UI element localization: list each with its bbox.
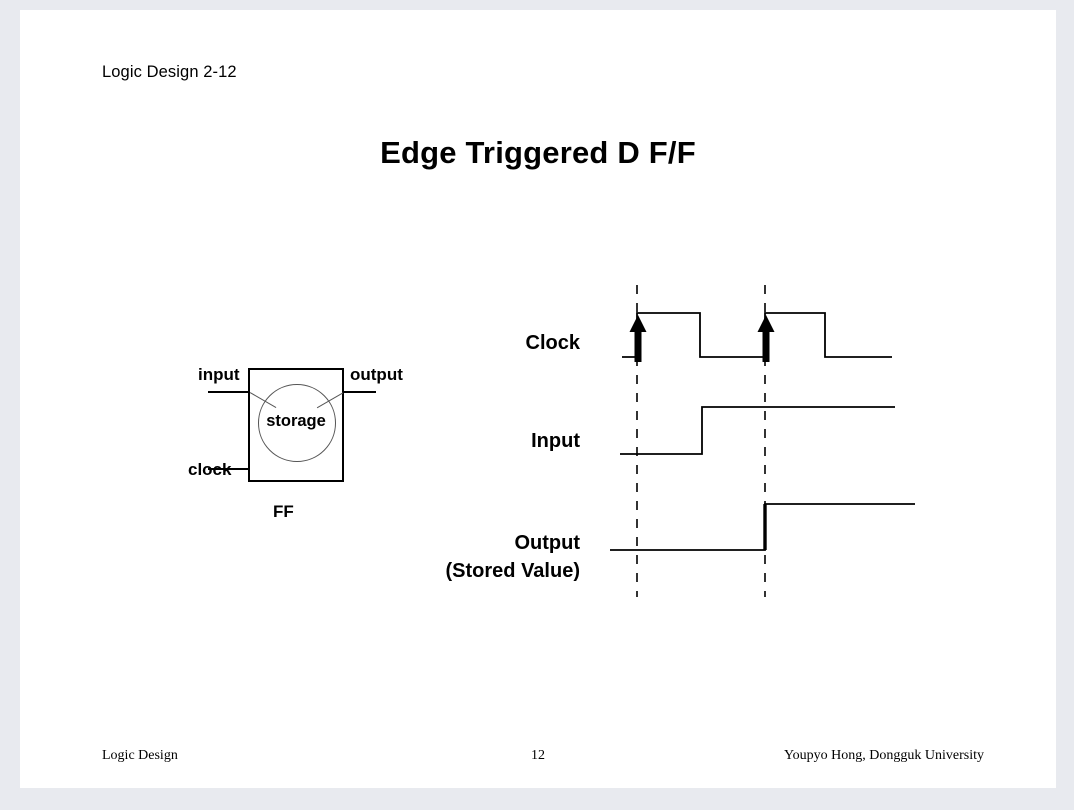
footer-right-text: Youpyo Hong, Dongguk University (783, 748, 984, 763)
dashed-guides (636, 285, 766, 597)
slide-canvas: Logic Design 2-12 Edge Triggered D F/F s… (20, 10, 1056, 788)
input-waveform (620, 406, 895, 455)
input-lead-wire (208, 391, 250, 393)
clock-lead-wire (208, 468, 250, 470)
storage-circle (258, 384, 336, 462)
waveform-label-output-sublabel: (Stored Value) (445, 560, 580, 582)
footer-page-number: 12 (531, 748, 545, 763)
rising-edge-arrow-1 (629, 315, 647, 362)
slide-footer: Logic Design 12 Youpyo Hong, Dongguk Uni… (20, 748, 1056, 778)
clock-waveform (622, 312, 892, 358)
page-title: Edge Triggered D F/F (380, 135, 696, 170)
rising-edge-arrow-2 (757, 315, 775, 362)
ff-block-label: FF (273, 502, 294, 521)
ff-block-diagram: storage input clock output FF (160, 350, 460, 540)
clock-rising-edge-arrows (629, 315, 775, 362)
ff-clock-label: clock (188, 460, 232, 479)
slide-header: Logic Design 2-12 (102, 63, 237, 81)
storage-label: storage (266, 412, 326, 430)
waveform-label-clock: Clock (525, 332, 580, 354)
footer-left-text: Logic Design (102, 748, 178, 763)
ff-output-label: output (350, 365, 403, 384)
output-waveform (610, 503, 915, 551)
waveform-label-output: Output (514, 532, 580, 554)
ff-input-label: input (198, 365, 240, 384)
output-lead-wire (343, 391, 376, 393)
waveform-label-input: Input (531, 430, 580, 452)
